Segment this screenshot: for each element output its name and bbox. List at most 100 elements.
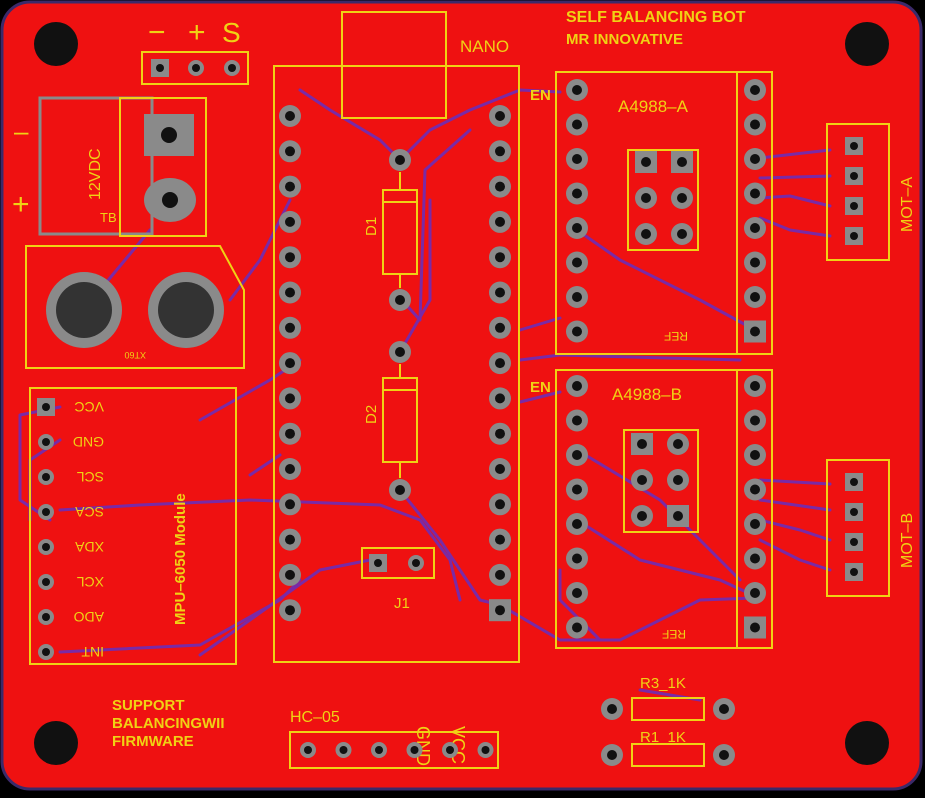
mounting-holes xyxy=(34,22,889,765)
mpu-pin-label: SCA xyxy=(75,504,104,520)
nano-pin-right xyxy=(489,281,511,304)
driver-b-pin-left xyxy=(566,375,588,397)
nano-pins-left xyxy=(279,105,301,622)
driver-a-pin-right xyxy=(744,148,766,170)
hc05-pin xyxy=(477,742,494,758)
servo-header: − + S xyxy=(141,16,249,85)
mpu-module-label: MPU–6050 Module xyxy=(172,493,189,625)
mpu-pin-label: INT xyxy=(81,644,104,660)
mpu-6050-module: MPU–6050 Module xyxy=(29,387,237,665)
driver-a-pin-right xyxy=(744,286,766,308)
nano-pin-left xyxy=(279,246,301,269)
hc05-pin xyxy=(300,742,316,758)
motor-pin xyxy=(845,227,863,245)
nano-pin-right xyxy=(489,105,511,127)
driver-a-pin-left xyxy=(566,113,588,136)
arduino-nano: NANO xyxy=(273,11,520,663)
servo-plus-label: + xyxy=(188,16,206,49)
nano-pin-left xyxy=(279,528,301,551)
diode-d1: D1 xyxy=(363,149,418,311)
nano-pin-right xyxy=(489,528,511,551)
motor-pin xyxy=(845,503,863,521)
jumper-j1: J1 xyxy=(361,547,435,612)
support-text-3: FIRMWARE xyxy=(112,733,194,750)
driver-a-pin-left xyxy=(566,182,588,205)
motor-pin xyxy=(845,167,863,185)
driver-a-pin-right xyxy=(744,79,766,101)
hc05-pin xyxy=(371,742,387,758)
mpu-pin-label: ADO xyxy=(74,609,104,625)
dc-jack: XT60 xyxy=(25,245,245,369)
motor-pin xyxy=(845,197,863,215)
diode-d2: D2 xyxy=(363,341,418,501)
nano-pin-left xyxy=(279,352,301,375)
support-text-2: BALANCINGWII xyxy=(112,715,225,732)
driver-a-microstep-pin xyxy=(635,151,657,173)
nano-pin-right xyxy=(489,458,511,480)
nano-pin-left xyxy=(279,458,301,480)
driver-b-pin-right xyxy=(744,409,766,432)
nano-pin-right xyxy=(489,387,511,410)
mot-a-label: MOT–A xyxy=(899,177,916,232)
nano-pin-left xyxy=(279,493,301,516)
driver-b-ref-label: REF xyxy=(662,627,686,641)
driver-a-ref-label: REF xyxy=(664,329,688,343)
driver-b-microstep-pin xyxy=(631,433,653,455)
nano-label: NANO xyxy=(460,37,509,56)
mot-b-label: MOT–B xyxy=(899,513,916,568)
terminal-block-label: TB xyxy=(100,210,117,225)
driver-a-en-label: EN xyxy=(530,87,551,104)
nano-pin-right xyxy=(489,316,511,339)
driver-a4988-a: EN A4988–A REF xyxy=(530,71,773,355)
mpu-pin xyxy=(38,504,54,520)
mpu-pin xyxy=(38,539,54,555)
driver-b-pin-left xyxy=(566,547,588,570)
mpu-pin xyxy=(37,398,55,416)
nano-pin-left xyxy=(279,316,301,339)
motor-pin xyxy=(845,533,863,551)
hc05-pin xyxy=(406,742,423,758)
driver-a-pin-right xyxy=(744,113,766,136)
driver-a-pin-left xyxy=(566,320,588,343)
driver-b-pin-right xyxy=(744,547,766,570)
driver-b-microstep-pin xyxy=(667,469,689,491)
motor-pin xyxy=(845,473,863,491)
nano-pin-left xyxy=(279,175,301,198)
nano-pin-right xyxy=(489,246,511,269)
driver-b-pin-left xyxy=(566,582,588,604)
driver-a-pin-right xyxy=(744,182,766,205)
mpu-pin xyxy=(38,469,54,485)
driver-a-pin-right xyxy=(744,217,766,239)
mpu-pin-label: XCL xyxy=(77,574,104,590)
driver-b-pin-right xyxy=(744,513,766,535)
driver-b-pin-left xyxy=(566,513,588,535)
driver-b-microstep-pin xyxy=(667,433,689,455)
jumper-label: J1 xyxy=(394,595,410,612)
driver-b-pin-right xyxy=(744,616,766,639)
board-subtitle: MR INNOVATIVE xyxy=(566,31,683,48)
driver-b-pin-left xyxy=(566,409,588,432)
r1-label: R1_1K xyxy=(640,729,686,746)
hc05-label: HC–05 xyxy=(290,709,340,726)
nano-pin-left xyxy=(279,563,301,586)
driver-a-pin-left xyxy=(566,148,588,170)
nano-pin-left xyxy=(279,599,301,622)
driver-b-label: A4988–B xyxy=(612,385,682,404)
resistor-r1: R1_1K xyxy=(601,729,735,767)
nano-pin-left xyxy=(279,281,301,304)
nano-pin-right xyxy=(489,352,511,375)
nano-pin-left xyxy=(279,422,301,445)
driver-a-pin-left xyxy=(566,251,588,274)
driver-b-pin-left xyxy=(566,478,588,501)
servo-signal-label: S xyxy=(222,17,241,48)
hc05-pin xyxy=(335,742,352,758)
mpu-pin-label: SCL xyxy=(77,469,104,485)
hc05-pin xyxy=(442,742,458,758)
mpu-pin-label: VCC xyxy=(74,399,104,415)
driver-b-pin-right xyxy=(744,478,766,501)
driver-a-pin-left xyxy=(566,286,588,308)
